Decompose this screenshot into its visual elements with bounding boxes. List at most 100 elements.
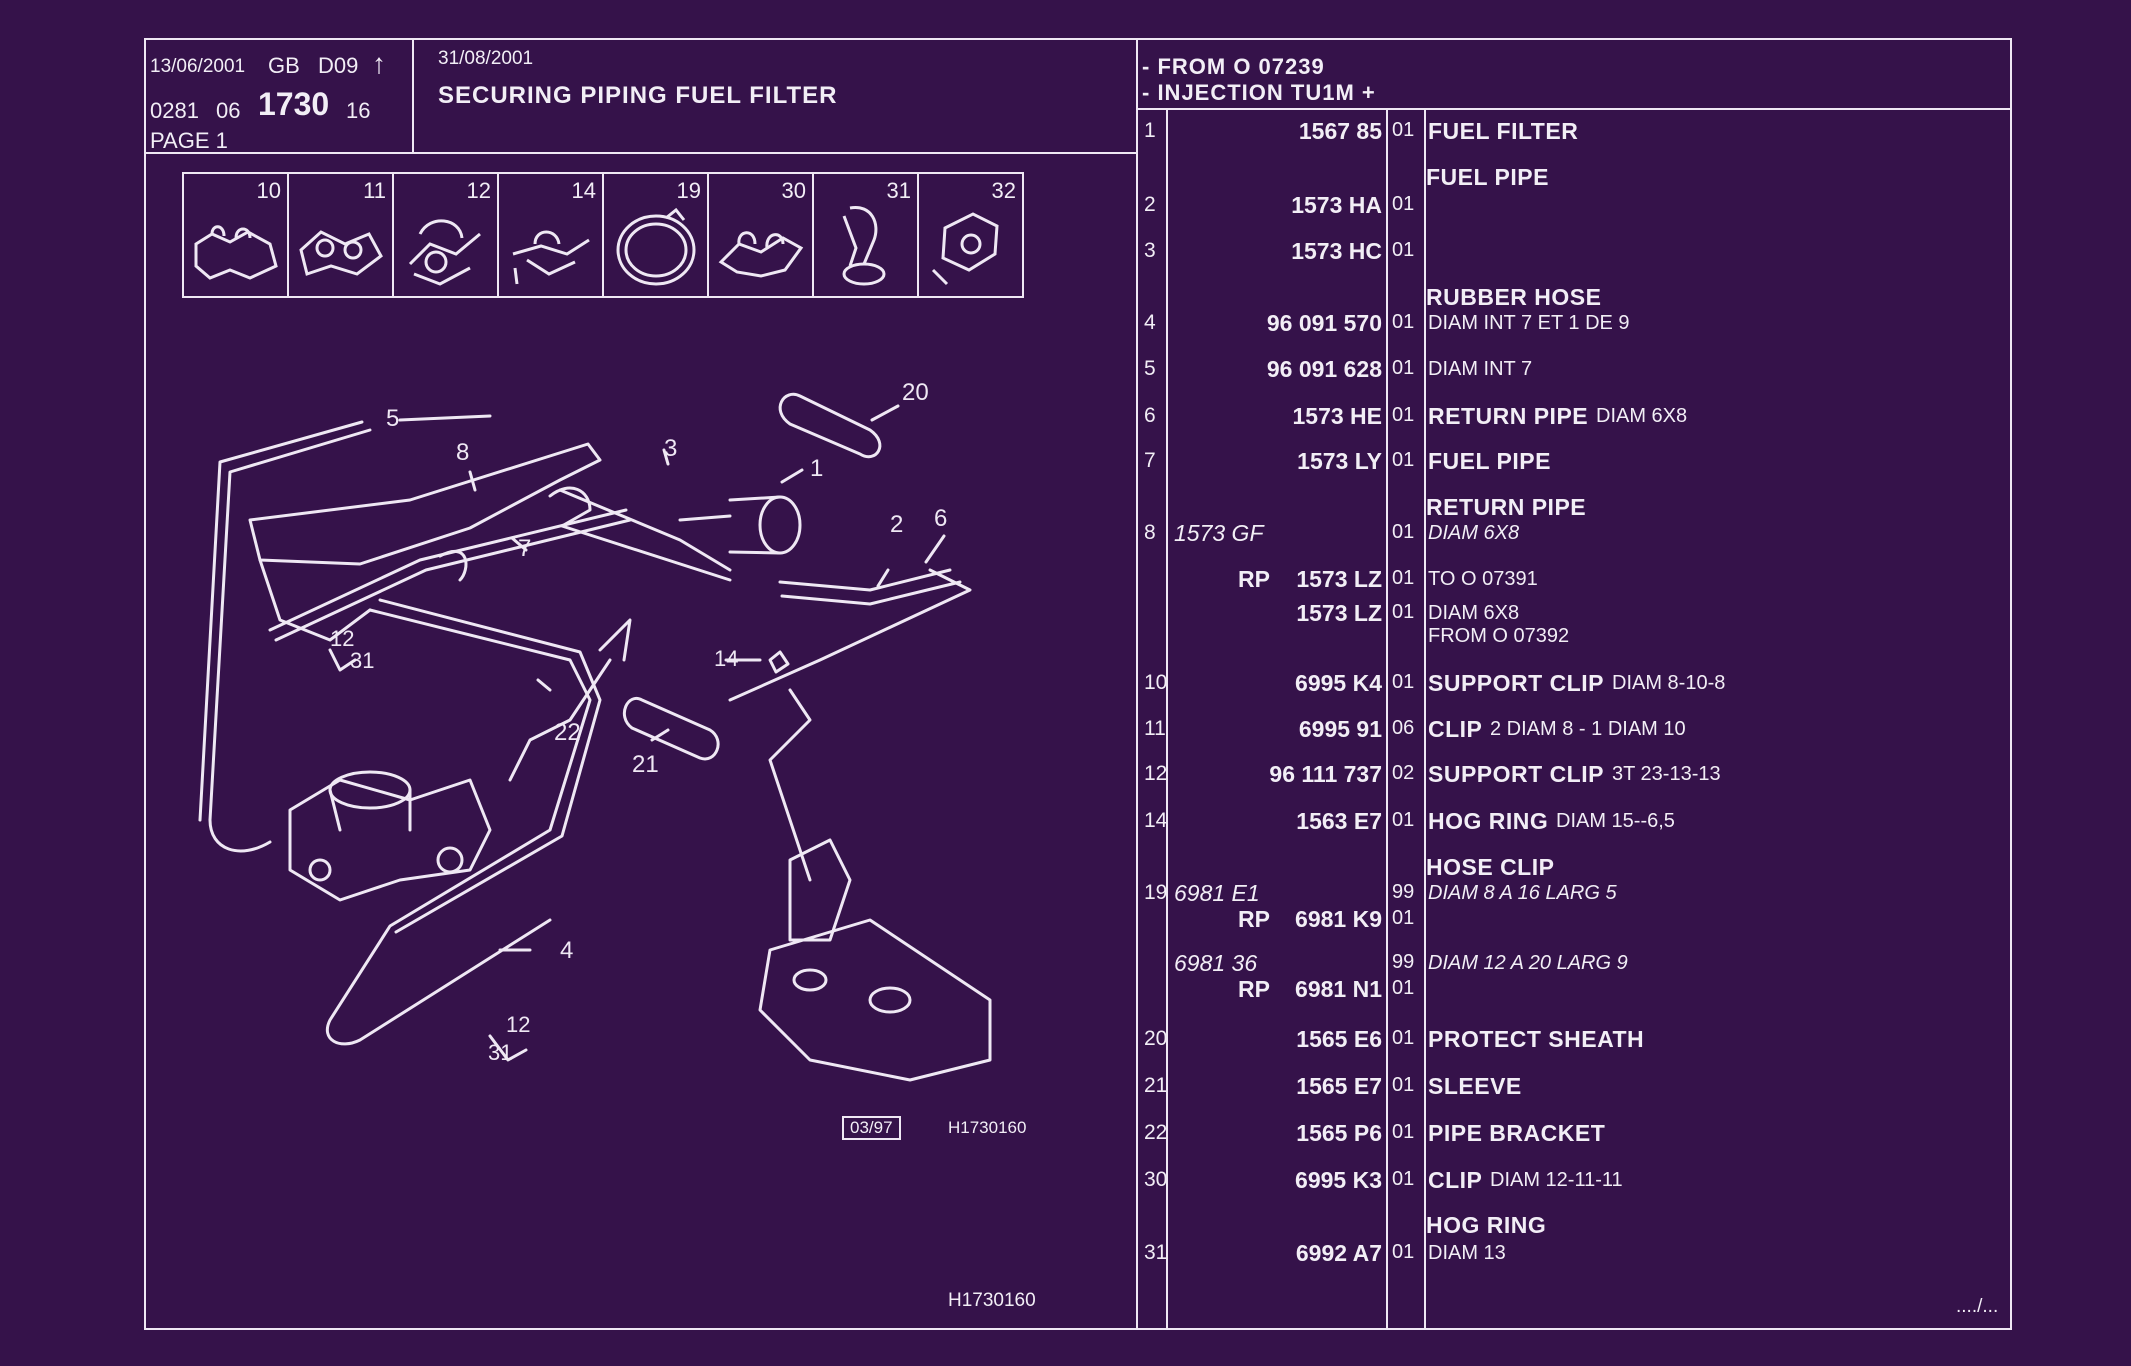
callout-label: 1 — [810, 455, 823, 482]
part-reference: 6995 K4 — [1295, 670, 1382, 696]
item-number: 31 — [1144, 1241, 1168, 1264]
thumbnail-number: 19 — [676, 178, 701, 203]
quantity: 01 — [1392, 809, 1415, 831]
part-reference: 1565 P6 — [1296, 1120, 1382, 1146]
thumbnail-14[interactable]: 14 — [499, 174, 604, 296]
part-note: DIAM INT 7 — [1428, 358, 1533, 380]
item-number: 11 — [1144, 717, 1166, 740]
hog-ring-icon — [842, 206, 886, 286]
part-heading: HOSE CLIP — [1426, 854, 1555, 880]
part-reference: 6995 91 — [1298, 716, 1382, 742]
callout-label: 3 — [664, 435, 677, 462]
callout-label: 5 — [386, 405, 399, 432]
item-number: 10 — [1144, 671, 1168, 694]
table-col-3 — [1424, 108, 1426, 1328]
quantity: 01 — [1392, 977, 1415, 999]
callout-label: 4 — [560, 937, 573, 964]
part-description: SUPPORT CLIP — [1428, 670, 1604, 696]
thumbnail-11[interactable]: 11 — [289, 174, 394, 296]
revision-stamp: 03/97 — [842, 1116, 901, 1140]
item-number: 5 — [1144, 357, 1156, 380]
part-reference: 6995 K3 — [1295, 1167, 1382, 1193]
range-from: - FROM O 07239 — [1142, 54, 1325, 79]
quantity: 01 — [1392, 404, 1415, 426]
thumbnail-12[interactable]: 12 — [394, 174, 499, 296]
part-note: DIAM 12 A 20 LARG 9 — [1428, 952, 1628, 974]
part-reference: 1567 85 — [1298, 118, 1382, 144]
item-number: 22 — [1144, 1121, 1168, 1144]
old-reference: 6981 36 — [1174, 950, 1258, 976]
callout-label: 31 — [488, 1040, 512, 1065]
table-col-1 — [1166, 108, 1168, 1328]
part-note: DIAM 13 — [1428, 1242, 1506, 1264]
item-number: 6 — [1144, 404, 1156, 427]
thumbnail-number: 11 — [363, 178, 386, 203]
part-reference: 1565 E7 — [1296, 1073, 1382, 1099]
item-number: 2 — [1144, 193, 1156, 216]
header-ref-a: 0281 — [150, 98, 199, 123]
part-reference: 1573 HC — [1291, 238, 1382, 264]
quantity: 01 — [1392, 193, 1415, 215]
thumbnail-10[interactable]: 10 — [184, 174, 289, 296]
item-number: 1 — [1144, 119, 1156, 142]
header-lang: GB — [268, 53, 300, 78]
part-reference: 96 091 628 — [1266, 356, 1382, 382]
part-heading: HOG RING — [1426, 1212, 1547, 1238]
part-note: 2 DIAM 8 - 1 DIAM 10 — [1490, 718, 1686, 740]
thumbnail-30[interactable]: 30 — [709, 174, 814, 296]
old-reference: 6981 E1 — [1174, 880, 1260, 906]
callout-label: 6 — [934, 505, 947, 532]
callout-label: 7 — [518, 535, 531, 562]
quantity: 02 — [1392, 762, 1415, 784]
part-note: FROM O 07392 — [1428, 625, 1570, 647]
callout-label: 22 — [554, 719, 581, 746]
part-reference: 6981 N1 — [1295, 976, 1382, 1002]
divider-header-left — [144, 152, 1138, 154]
quantity: 01 — [1392, 1241, 1415, 1263]
header-ref-c: 16 — [346, 98, 371, 123]
part-note: DIAM 6X8 — [1596, 405, 1688, 427]
quantity: 01 — [1392, 311, 1415, 333]
item-number: 21 — [1144, 1074, 1168, 1097]
thumbnail-19[interactable]: 19 — [604, 174, 709, 296]
part-reference: 6981 K9 — [1295, 906, 1382, 932]
thumbnail-32[interactable]: 32 — [919, 174, 1022, 296]
replacement-marker: RP — [1238, 566, 1270, 592]
thumbnail-number: 31 — [886, 178, 911, 203]
bracket-icon — [931, 212, 999, 286]
quantity: 01 — [1392, 1121, 1415, 1143]
part-note: DIAM 8-10-8 — [1612, 672, 1726, 694]
quantity: 01 — [1392, 119, 1415, 141]
part-description: PROTECT SHEATH — [1428, 1026, 1645, 1052]
quantity: 01 — [1392, 601, 1415, 623]
part-description: FUEL PIPE — [1428, 448, 1551, 474]
part-heading: RUBBER HOSE — [1426, 284, 1602, 310]
part-reference: 1573 LZ — [1296, 600, 1382, 626]
part-reference: 1573 HE — [1292, 403, 1382, 429]
part-note: DIAM 12-11-11 — [1490, 1169, 1623, 1191]
old-reference: 1573 GF — [1174, 520, 1264, 546]
item-number: 20 — [1144, 1027, 1168, 1050]
continuation-mark: ..../... — [1956, 1296, 1999, 1317]
quantity: 01 — [1392, 521, 1415, 543]
part-reference: 1565 E6 — [1296, 1026, 1382, 1052]
thumbnail-31[interactable]: 31 — [814, 174, 919, 296]
item-number: 3 — [1144, 239, 1156, 262]
hog-ring-icon — [512, 230, 590, 285]
thumbnail-strip: 10 11 12 14 19 30 — [182, 172, 1024, 298]
quantity: 01 — [1392, 671, 1415, 693]
support-clip-icon — [408, 219, 481, 286]
callout-label: 2 — [890, 511, 903, 538]
callout-label: 20 — [902, 379, 929, 406]
replacement-marker: RP — [1238, 976, 1270, 1002]
exploded-diagram: 5 8 3 1 20 2 6 7 12 31 22 14 21 4 12 31 — [198, 379, 992, 1082]
header-ref-b: 06 — [216, 98, 241, 123]
header-arrow: ↑ — [372, 48, 386, 79]
divider-vertical-main — [1136, 40, 1138, 1328]
quantity: 01 — [1392, 239, 1415, 261]
item-number: 7 — [1144, 449, 1156, 472]
quantity: 01 — [1392, 907, 1415, 929]
part-description: CLIP — [1428, 1167, 1483, 1193]
thumbnail-number: 14 — [571, 178, 596, 203]
clip-icon — [718, 231, 804, 278]
